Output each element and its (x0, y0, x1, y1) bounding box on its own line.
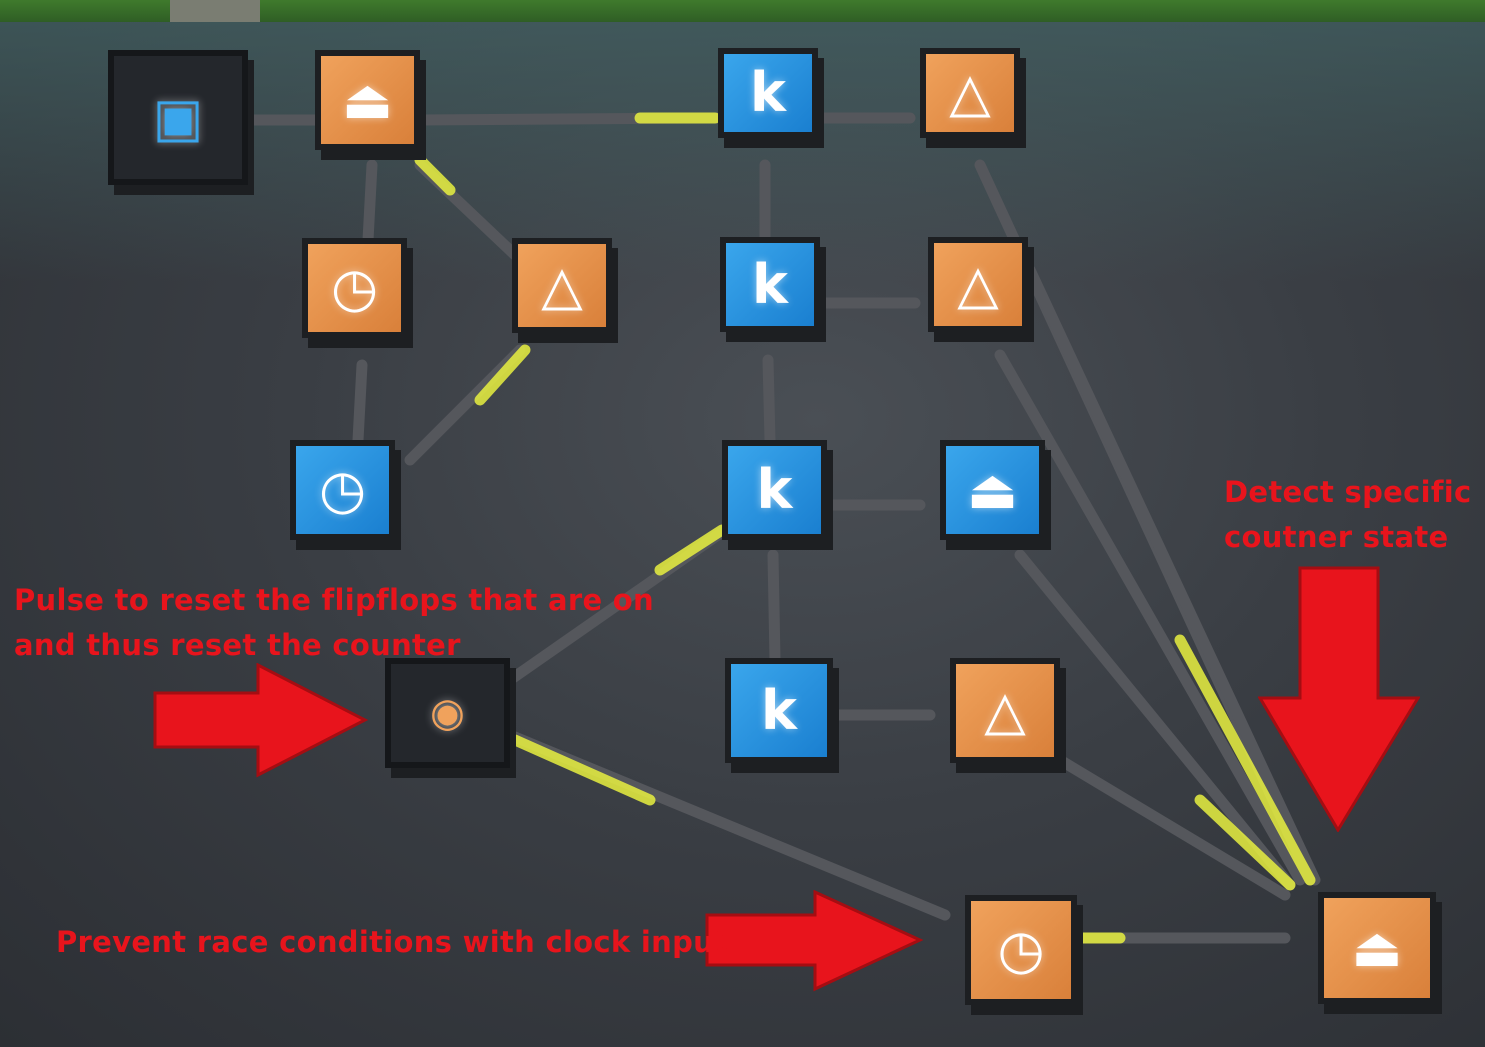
nand-gate-block[interactable]: △ (928, 237, 1028, 332)
xor-icon: k (752, 252, 788, 316)
wire (762, 354, 776, 446)
annotation-detect-state: Detect specific coutner state (1224, 470, 1472, 560)
annotation-line: Detect specific (1224, 475, 1472, 509)
annotation-pulse-reset: Pulse to reset the flipflops that are on… (14, 578, 654, 668)
wire (362, 159, 378, 246)
xor-gate-block[interactable]: k (725, 658, 833, 763)
xor-icon: k (750, 61, 786, 124)
wire-active (1174, 634, 1316, 886)
annotation-line: Pulse to reset the flipflops that are on (14, 583, 654, 617)
wire (1054, 754, 1291, 901)
xor-icon: k (761, 678, 797, 742)
right-arrow (705, 890, 923, 992)
wire (1014, 549, 1296, 891)
annotation-line: coutner state (1224, 520, 1449, 554)
timer-block[interactable]: ◷ (302, 238, 407, 338)
and-gate-block[interactable]: ⏏ (1318, 892, 1436, 1004)
wire (994, 349, 1306, 886)
timer-block[interactable]: ◷ (290, 440, 395, 540)
plug-icon: ⏏ (966, 458, 1019, 521)
wire (767, 549, 781, 666)
nand-gate-block[interactable]: △ (920, 48, 1020, 138)
triangle-icon: △ (949, 61, 991, 124)
nand-gate-block[interactable]: △ (950, 658, 1060, 763)
annotation-line: and thus reset the counter (14, 628, 461, 662)
path (170, 0, 260, 22)
wire (1024, 264, 1321, 886)
xor-gate-block[interactable]: k (718, 48, 818, 138)
nand-gate-block[interactable]: △ (512, 238, 612, 333)
switch-icon: ▣ (152, 85, 204, 149)
wire-active (509, 734, 656, 806)
button-icon: ◉ (430, 690, 465, 736)
and-gate-block[interactable]: ⏏ (315, 50, 420, 150)
right-arrow (153, 663, 368, 778)
wire (352, 359, 368, 446)
down-arrow (1258, 566, 1420, 832)
plug-icon: ⏏ (1351, 916, 1403, 979)
switch-block[interactable]: ▣ (108, 50, 248, 185)
timer-icon: ◷ (997, 918, 1045, 981)
xor-icon: k (756, 458, 793, 521)
grass-edge (0, 0, 1485, 22)
wire-active (654, 524, 728, 576)
timer-icon: ◷ (330, 256, 379, 319)
wire-active (474, 344, 531, 406)
triangle-icon: △ (541, 253, 583, 317)
wire-active (414, 154, 456, 196)
button-block[interactable]: ◉ (385, 658, 510, 768)
xor-gate-block[interactable]: k (722, 440, 827, 540)
timer-icon: ◷ (318, 458, 367, 521)
xor-gate-block[interactable]: k (720, 237, 820, 332)
triangle-icon: △ (984, 678, 1026, 742)
and-gate-block[interactable]: ⏏ (940, 440, 1045, 540)
annotation-race-conditions: Prevent race conditions with clock input (56, 925, 729, 959)
timer-block[interactable]: ◷ (965, 895, 1077, 1005)
plug-icon: ⏏ (341, 68, 394, 131)
wire-active (1194, 794, 1296, 891)
triangle-icon: △ (957, 252, 999, 316)
